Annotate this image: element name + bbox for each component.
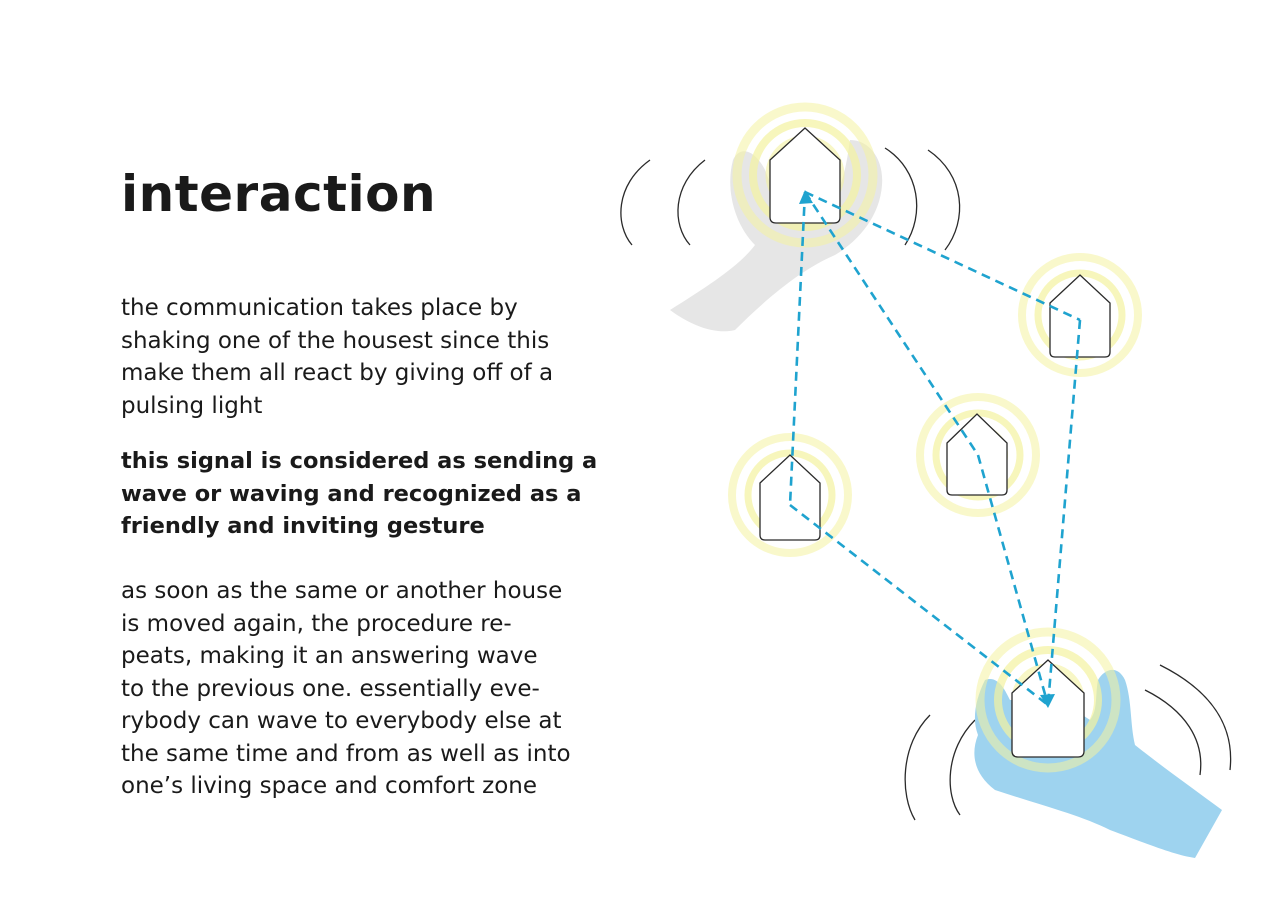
closing-line: peats, making it an answering wave — [121, 643, 538, 669]
closing-line: one’s living space and comfort zone — [121, 773, 537, 799]
intro-line: shaking one of the housest since this — [121, 327, 550, 354]
link-right-bottom — [1046, 319, 1082, 706]
house-right — [1049, 274, 1111, 358]
link-top-right — [804, 190, 1081, 322]
house-bottom-held — [1011, 659, 1085, 758]
emphasis-line: this signal is considered as sending a — [121, 448, 598, 474]
link-top-left — [788, 191, 807, 506]
wave-diagram — [620, 102, 1232, 858]
house-middle — [946, 413, 1008, 496]
arrowhead — [1040, 694, 1055, 708]
emphasis-line: friendly and inviting gesture — [121, 513, 485, 539]
intro-paragraph: the communication takes place by shaking… — [121, 292, 591, 422]
closing-line: as soon as the same or another house — [121, 578, 563, 604]
link-lines — [788, 190, 1082, 707]
closing-line: is moved again, the procedure re- — [121, 610, 512, 637]
arrowheads — [799, 190, 1055, 708]
motion-arc-icon — [620, 147, 961, 251]
emphasis-paragraph: this signal is considered as sending a w… — [121, 445, 598, 543]
closing-line: to the previous one. essentially eve- — [121, 675, 540, 702]
link-top-middle — [803, 191, 980, 456]
intro-line: make them all react by giving off of a — [121, 360, 554, 386]
intro-line: the communication takes place by — [121, 295, 518, 321]
link-left-bottom — [789, 503, 1049, 707]
link-middle-bottom — [976, 454, 1050, 706]
motion-arc-icon — [904, 664, 1232, 821]
emphasis-line: wave or waving and recognized as a — [121, 480, 582, 507]
arrowhead — [799, 190, 813, 204]
intro-line: pulsing light — [121, 392, 263, 419]
closing-paragraph: as soon as the same or another house is … — [121, 575, 611, 803]
closing-line: the same time and from as well as into — [121, 740, 571, 767]
page-title: interaction — [121, 165, 437, 223]
closing-line: rybody can wave to everybody else at — [121, 708, 562, 734]
